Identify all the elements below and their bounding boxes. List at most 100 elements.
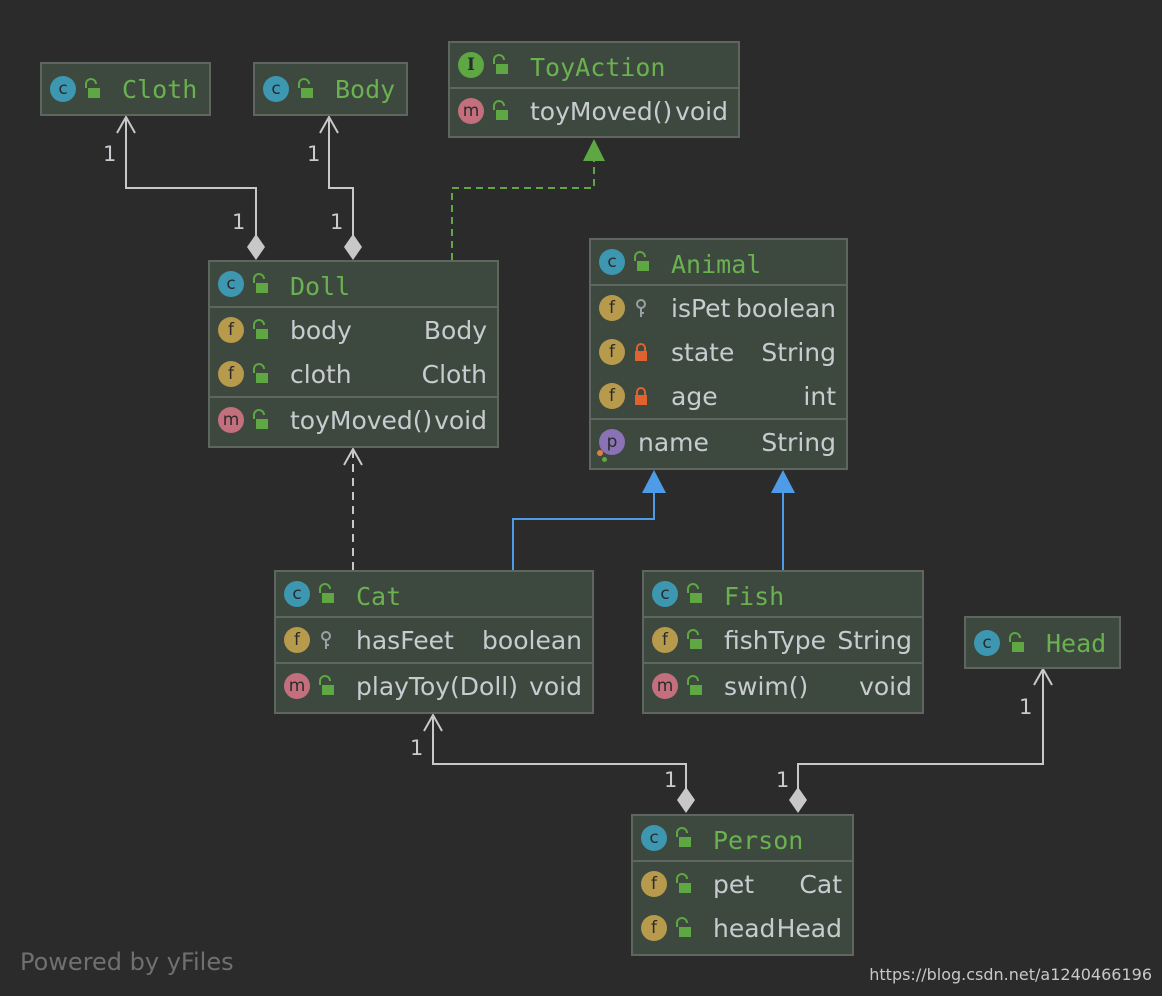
field-badge-icon: f — [284, 627, 310, 653]
field-type: Body — [423, 316, 487, 345]
property-badge-icon: p — [599, 429, 625, 455]
class-title: Person — [713, 826, 804, 855]
public-lock-icon — [493, 100, 508, 120]
public-lock-icon — [676, 827, 691, 847]
class-badge-icon: c — [641, 825, 667, 851]
class-title: Cloth — [122, 75, 198, 104]
public-lock-icon — [85, 78, 100, 98]
mult-doll-body-source: 1 — [330, 210, 344, 234]
field-name: hasFeet — [356, 626, 454, 655]
method-badge-icon: m — [218, 407, 244, 433]
class-fish[interactable]: c Fish f fishType String m swim() void — [642, 570, 924, 714]
class-badge-icon: c — [284, 581, 310, 607]
class-title: Head — [1046, 629, 1107, 658]
public-lock-icon — [676, 873, 691, 893]
field-name: state — [671, 338, 735, 367]
mult-doll-body-target: 1 — [307, 142, 321, 166]
method-badge-icon: m — [284, 673, 310, 699]
property-type: String — [761, 428, 836, 457]
mult-person-cat-source: 1 — [664, 768, 678, 792]
edge-doll-body — [328, 117, 354, 238]
method-return-type: void — [434, 406, 487, 435]
public-lock-icon — [687, 675, 702, 695]
class-badge-icon: c — [50, 76, 76, 102]
public-lock-icon — [253, 363, 268, 383]
mult-doll-cloth-target: 1 — [103, 142, 117, 166]
field-name: fishType — [724, 626, 827, 655]
public-lock-icon — [634, 251, 649, 271]
edge-person-head — [797, 669, 1044, 790]
field-type: boolean — [736, 294, 836, 323]
class-badge-icon: c — [599, 249, 625, 275]
interface-toyaction[interactable]: I ToyAction m toyMoved() void — [448, 41, 740, 138]
public-lock-icon — [1009, 632, 1024, 652]
class-badge-icon: c — [218, 271, 244, 297]
class-title: Doll — [290, 272, 351, 301]
mult-doll-cloth-source: 1 — [232, 210, 246, 234]
field-type: String — [761, 338, 836, 367]
edge-doll-toyaction-arrowhead — [583, 139, 605, 161]
mult-person-head-target: 1 — [1019, 695, 1033, 719]
class-doll[interactable]: c Doll f body Body f cloth Cloth m toyMo… — [208, 260, 499, 448]
edge-doll-toyaction — [451, 160, 595, 260]
field-name: age — [671, 382, 718, 411]
public-lock-icon — [493, 54, 508, 74]
class-cloth[interactable]: c Cloth — [40, 62, 211, 116]
field-type: String — [837, 626, 912, 655]
edge-cat-animal — [512, 492, 655, 570]
field-badge-icon: f — [599, 383, 625, 409]
class-animal[interactable]: c Animal f isPet boolean f state String … — [589, 238, 848, 470]
watermark-url: https://blog.csdn.net/a1240466196 — [869, 965, 1152, 984]
edge-doll-body-arrowhead — [319, 114, 339, 134]
field-type: Head — [776, 914, 842, 943]
field-name: isPet — [671, 294, 731, 323]
method-badge-icon: m — [652, 673, 678, 699]
class-cat[interactable]: c Cat f hasFeet boolean m playToy(Doll) … — [274, 570, 594, 714]
private-lock-icon — [635, 343, 647, 361]
edge-person-cat-arrowhead — [423, 712, 443, 732]
class-head[interactable]: c Head — [964, 616, 1121, 669]
public-lock-icon — [687, 583, 702, 603]
edge-fish-animal-arrowhead — [771, 470, 795, 493]
field-badge-icon: f — [218, 361, 244, 387]
mult-person-cat-target: 1 — [410, 736, 424, 760]
public-lock-icon — [319, 675, 334, 695]
method-badge-icon: m — [458, 98, 484, 124]
class-badge-icon: c — [263, 76, 289, 102]
package-key-icon — [321, 631, 331, 649]
field-badge-icon: f — [641, 915, 667, 941]
interface-badge-icon: I — [458, 52, 484, 78]
field-badge-icon: f — [599, 295, 625, 321]
field-name: pet — [713, 870, 755, 899]
public-lock-icon — [253, 409, 268, 429]
class-person[interactable]: c Person f pet Cat f head Head — [631, 814, 854, 956]
field-type: Cloth — [421, 360, 487, 389]
field-badge-icon: f — [599, 339, 625, 365]
edge-person-cat-diamond — [677, 787, 695, 813]
method-name: playToy(Doll) — [356, 672, 518, 701]
interface-title: ToyAction — [530, 53, 666, 82]
edge-doll-cloth-arrowhead — [116, 114, 136, 134]
edge-doll-cloth-diamond — [247, 234, 265, 260]
method-name: toyMoved() — [530, 97, 673, 126]
field-name: body — [290, 316, 352, 345]
mult-person-head-source: 1 — [776, 768, 790, 792]
class-body[interactable]: c Body — [253, 62, 408, 116]
public-lock-icon — [687, 629, 702, 649]
package-key-icon — [636, 299, 646, 317]
field-badge-icon: f — [218, 317, 244, 343]
public-lock-icon — [298, 78, 313, 98]
class-title: Fish — [724, 582, 785, 611]
field-name: head — [713, 914, 776, 943]
powered-by-footer: Powered by yFiles — [20, 948, 234, 976]
edge-person-head-arrowhead — [1033, 666, 1053, 686]
public-lock-icon — [253, 319, 268, 339]
edge-cat-doll-arrowhead — [343, 446, 363, 466]
public-lock-icon — [253, 273, 268, 293]
class-badge-icon: c — [652, 581, 678, 607]
field-type: Cat — [799, 870, 842, 899]
property-setter-dot-icon — [602, 457, 607, 462]
edge-cat-animal-arrowhead — [642, 470, 666, 493]
field-badge-icon: f — [652, 627, 678, 653]
